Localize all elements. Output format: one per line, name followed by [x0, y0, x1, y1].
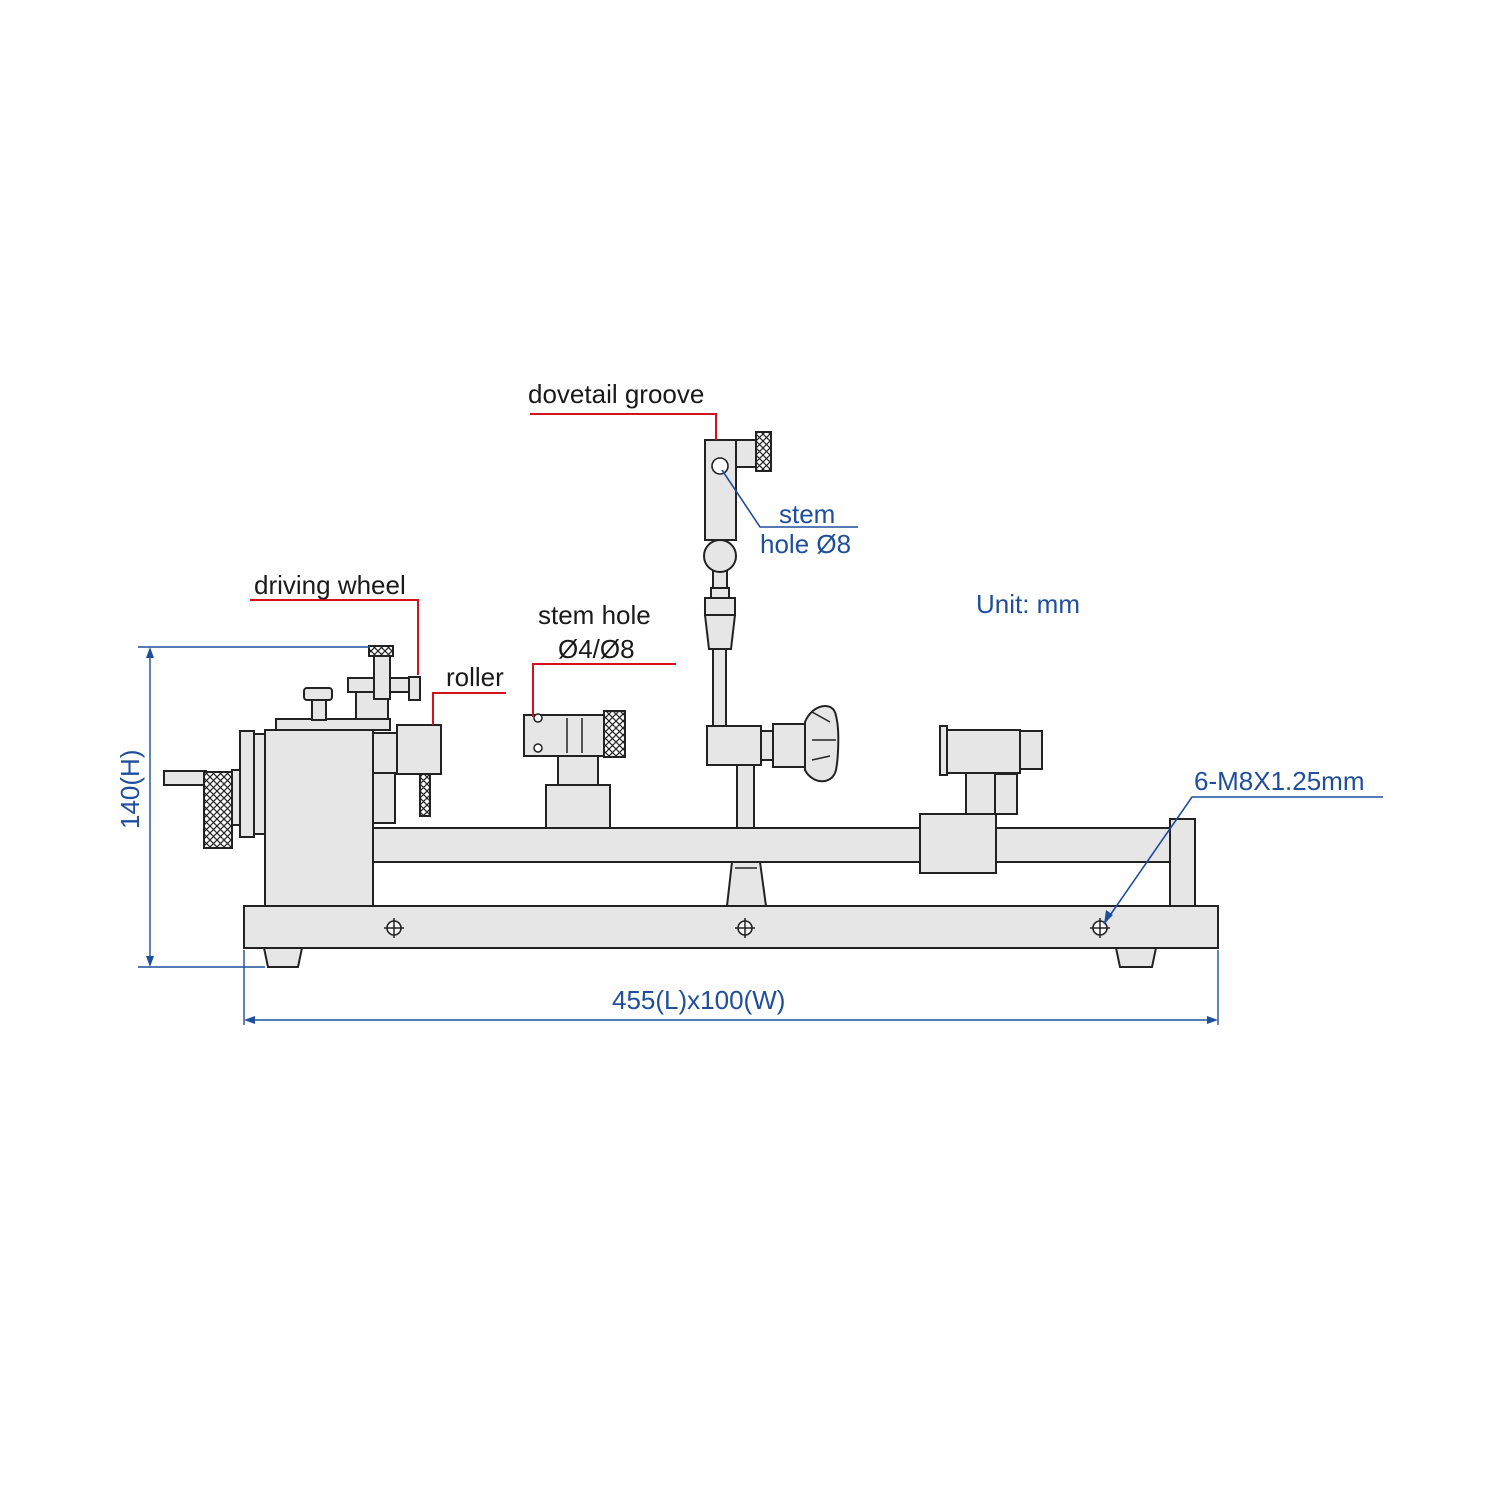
stem-holder-block [523, 710, 626, 829]
guide-rail [369, 827, 1171, 863]
right-support-post [1169, 818, 1196, 907]
label-unit: Unit: mm [976, 589, 1080, 619]
leader-dovetail-groove [530, 413, 717, 440]
label-stem-hole-48-line2: Ø4/Ø8 [558, 634, 635, 664]
label-dovetail-groove: dovetail groove [528, 379, 704, 409]
label-stem-hole-48-line1: stem hole [538, 600, 651, 630]
label-roller: roller [446, 662, 504, 692]
roller [396, 724, 442, 817]
leader-roller [432, 692, 506, 725]
leader-thread [1103, 796, 1383, 925]
mounting-hole-icon [384, 918, 404, 938]
leader-stem-hole-48 [532, 663, 676, 717]
hand-wheel [203, 771, 233, 849]
mounting-hole-icon [1090, 918, 1110, 938]
tailstock [919, 725, 1043, 874]
label-stem-hole-8-line1: stem [779, 499, 835, 529]
indicator-stand [703, 431, 840, 829]
label-thread: 6-M8X1.25mm [1194, 766, 1365, 796]
label-stem-hole-8-line2: hole Ø8 [760, 529, 851, 559]
base-plate [243, 905, 1219, 968]
mounting-hole-icon [735, 918, 755, 938]
headstock [163, 645, 421, 907]
label-length: 455(L)x100(W) [612, 985, 785, 1015]
label-height: 140(H) [115, 750, 145, 829]
leader-driving-wheel [250, 599, 419, 675]
length-dimension [243, 950, 1219, 1025]
label-driving-wheel: driving wheel [254, 570, 406, 600]
center-support [725, 861, 768, 907]
leader-stem-hole-8 [721, 469, 858, 528]
